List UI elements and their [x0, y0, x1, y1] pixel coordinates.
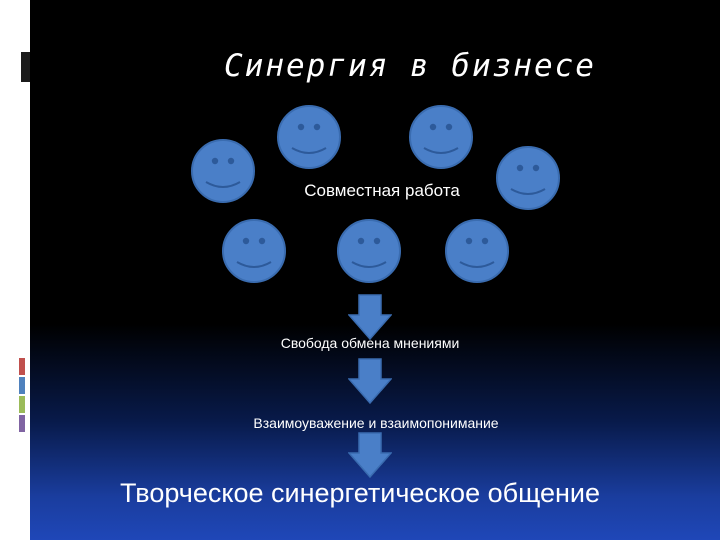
smiley-face-icon: [222, 219, 286, 283]
slide-edge-mark-highlight: [18, 52, 21, 82]
result-text: Творческое синергетическое общение: [119, 478, 600, 508]
smiley-face-icon: [496, 146, 560, 210]
center-label: Совместная работа: [304, 181, 460, 200]
accent-bar-green: [19, 396, 25, 413]
smiley-face-icon: [277, 105, 341, 169]
smiley-face-icon: [445, 219, 509, 283]
accent-bar-red: [19, 358, 25, 375]
smiley-face-icon: [191, 139, 255, 203]
down-arrow-icon: [348, 432, 392, 478]
slide: Синергия в бизнесе Совместная работа: [30, 0, 720, 540]
smiley-face-icon: [337, 219, 401, 283]
down-arrow-icon: [348, 294, 392, 340]
accent-bar-blue: [19, 377, 25, 394]
slide-edge-mark: [18, 52, 30, 82]
accent-bars: [19, 358, 25, 434]
smiley-face-icon: [409, 105, 473, 169]
slide-title: Синергия в бизнесе: [224, 48, 596, 84]
slide-edge: [0, 0, 30, 540]
down-arrow-icon: [348, 358, 392, 404]
step-label: Взаимоуважение и взаимопонимание: [253, 415, 499, 431]
accent-bar-purple: [19, 415, 25, 432]
step-label: Свобода обмена мнениями: [280, 335, 460, 351]
